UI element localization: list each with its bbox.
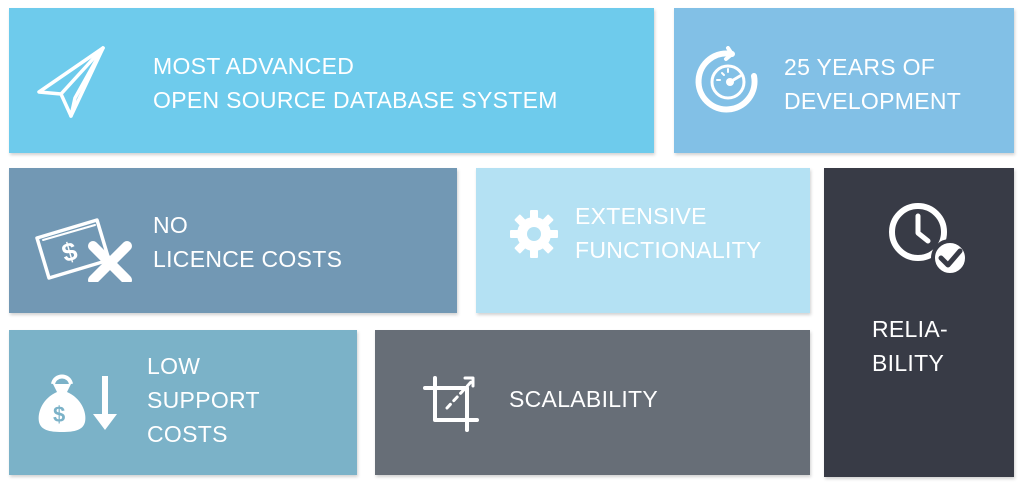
tile-scalability: SCALABILITY: [375, 330, 810, 475]
tile-licence-text: NO LICENCE COSTS: [153, 208, 342, 276]
tile-line: SCALABILITY: [509, 386, 659, 412]
tile-line: SUPPORT: [147, 387, 260, 413]
svg-text:$: $: [58, 235, 81, 268]
tile-line: BILITY: [872, 350, 945, 376]
speedometer-icon: [692, 46, 764, 118]
tile-line: RELIA-: [872, 316, 948, 342]
tile-functionality-text: EXTENSIVE FUNCTIONALITY: [575, 199, 762, 267]
tile-line: LOW: [147, 353, 201, 379]
svg-text:$: $: [53, 402, 65, 427]
tile-scalability-text: SCALABILITY: [509, 382, 658, 416]
tile-line: MOST ADVANCED: [153, 53, 355, 79]
tile-line: NO: [153, 212, 189, 238]
tile-line: DEVELOPMENT: [784, 88, 962, 114]
crop-resize-icon: [421, 374, 483, 436]
tile-line: 25 YEARS OF: [784, 54, 936, 80]
tile-reliability: RELIA- BILITY: [824, 168, 1014, 477]
money-bag-down-icon: $: [37, 370, 121, 434]
tile-most-advanced-text: MOST ADVANCED OPEN SOURCE DATABASE SYSTE…: [153, 49, 558, 117]
money-cross-icon: $: [33, 216, 133, 282]
tile-years-text: 25 YEARS OF DEVELOPMENT: [784, 50, 961, 118]
tile-no-licence-costs: $ NO LICENCE COSTS: [9, 168, 457, 313]
tile-line: EXTENSIVE: [575, 203, 707, 229]
tile-most-advanced: MOST ADVANCED OPEN SOURCE DATABASE SYSTE…: [9, 8, 654, 153]
tile-line: LICENCE COSTS: [153, 246, 343, 272]
clock-check-icon: [884, 198, 974, 280]
tile-line: FUNCTIONALITY: [575, 237, 762, 263]
tile-years-development: 25 YEARS OF DEVELOPMENT: [674, 8, 1014, 153]
gear-icon: [508, 208, 560, 260]
tile-line: OPEN SOURCE DATABASE SYSTEM: [153, 87, 558, 113]
tile-support-text: LOW SUPPORT COSTS: [147, 349, 260, 451]
tile-line: COSTS: [147, 421, 228, 447]
tile-low-support-costs: $ LOW SUPPORT COSTS: [9, 330, 357, 475]
tile-reliability-text: RELIA- BILITY: [872, 312, 948, 380]
tile-extensive-functionality: EXTENSIVE FUNCTIONALITY: [476, 168, 810, 313]
paper-plane-icon: [35, 44, 107, 120]
